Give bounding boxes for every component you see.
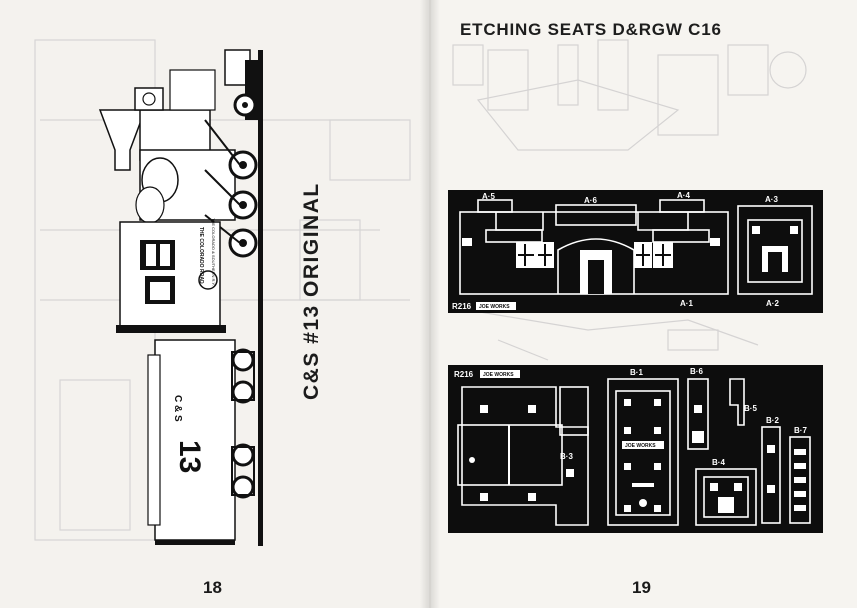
book-gutter bbox=[420, 0, 440, 608]
label-a4: A·4 bbox=[677, 191, 690, 200]
etching-sheet-a: A·5 A·6 A·4 A·3 A·1 A·2 R216 JOE WORKS bbox=[448, 190, 823, 313]
label-a6: A·6 bbox=[584, 196, 597, 205]
sheet-a-code: R216 bbox=[452, 302, 472, 311]
cab-herald-text-2: THE COLORADO & SOUTHERN R.Y. bbox=[211, 218, 216, 286]
etching-sheet-b: R216 B·1 B·6 B·5 B·3 B·2 B·7 B·4 JOE WOR… bbox=[448, 365, 823, 533]
label-b1: B·1 bbox=[630, 368, 643, 377]
label-a3: A·3 bbox=[765, 195, 778, 204]
sheet-b-code: R216 bbox=[454, 370, 474, 379]
label-b5: B·5 bbox=[744, 404, 757, 413]
page-number-right: 19 bbox=[632, 578, 651, 597]
tender-number: 13 bbox=[173, 440, 206, 473]
label-b3: B·3 bbox=[560, 452, 573, 461]
left-page: THE COLORADO ROAD THE COLORADO & SOUTHER… bbox=[0, 0, 428, 608]
page-title: ETCHING SEATS D&RGW C16 bbox=[460, 20, 722, 39]
tender-lettering: C & S bbox=[172, 395, 183, 422]
label-a2: A·2 bbox=[766, 299, 779, 308]
sheet-b-brand: JOE WORKS bbox=[483, 372, 514, 378]
page-number-left: 18 bbox=[203, 578, 222, 597]
label-b6: B·6 bbox=[690, 367, 703, 376]
sheet-b-brand-inner: JOE WORKS bbox=[625, 443, 656, 449]
rotated-page-title: C&S #13 ORIGINAL bbox=[300, 182, 323, 400]
cab-herald-text: THE COLORADO ROAD bbox=[198, 227, 204, 284]
label-b4: B·4 bbox=[712, 458, 725, 467]
label-a1: A·1 bbox=[680, 299, 693, 308]
locomotive-drawing: THE COLORADO ROAD THE COLORADO & SOUTHER… bbox=[98, 49, 263, 546]
label-a5: A·5 bbox=[482, 192, 495, 201]
sheet-a-brand: JOE WORKS bbox=[479, 304, 510, 310]
label-b2: B·2 bbox=[766, 416, 779, 425]
right-page: ETCHING SEATS D&RGW C16 bbox=[428, 0, 857, 608]
label-b7: B·7 bbox=[794, 426, 807, 435]
exploded-view-drawing bbox=[452, 39, 807, 361]
